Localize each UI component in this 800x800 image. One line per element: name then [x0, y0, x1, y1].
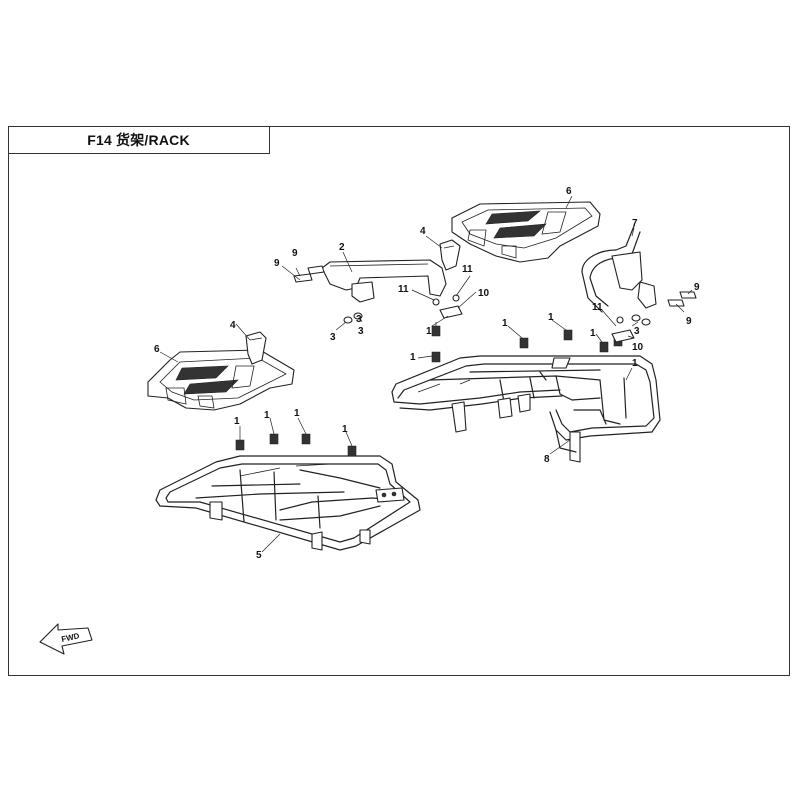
front-rack-frame [155, 455, 421, 551]
callout-10-b: 10 [478, 288, 490, 299]
callout-1-h: 1 [548, 312, 554, 323]
callout-4-a: 4 [420, 226, 426, 237]
callout-numbers: 2 9 9 3 3 6 4 7 9 9 11 3 10 11 10 11 1 4… [154, 186, 700, 561]
callout-9-b: 9 [274, 258, 280, 269]
rear-rack-frame [391, 355, 661, 463]
callout-11-a: 11 [592, 302, 603, 313]
callout-1-b: 1 [234, 416, 240, 427]
callout-9-c: 9 [694, 282, 700, 293]
front-rack-cover [147, 349, 295, 411]
fwd-arrow-icon [39, 623, 93, 655]
callout-3-a: 3 [330, 332, 336, 343]
callout-5: 5 [256, 550, 262, 561]
callout-11-b: 11 [462, 264, 473, 275]
collars-washers [343, 294, 651, 343]
callout-10-a: 10 [632, 342, 644, 353]
callout-1-j: 1 [632, 358, 638, 369]
fwd-label: FWD [61, 631, 81, 644]
left-grab-handle [321, 259, 447, 303]
front-bracket [245, 331, 267, 365]
callout-9-d: 9 [686, 316, 692, 327]
callout-3-c: 3 [634, 326, 640, 337]
callout-1-a: 1 [426, 326, 432, 337]
callout-1-g: 1 [502, 318, 508, 329]
callout-8: 8 [544, 454, 550, 465]
callout-1-f: 1 [410, 352, 416, 363]
callout-1-i: 1 [590, 328, 596, 339]
callout-3-d: 3 [356, 314, 362, 325]
drawing-frame [8, 126, 790, 676]
callout-1-e: 1 [342, 424, 348, 435]
title-block: F14 货架/RACK [8, 126, 270, 154]
callout-1-c: 1 [264, 410, 270, 421]
callout-2: 2 [339, 242, 345, 253]
callout-3-b: 3 [358, 326, 364, 337]
rear-rack-cover [451, 201, 601, 263]
flange-bolts [235, 325, 623, 457]
screws [293, 265, 697, 307]
callout-11-c: 11 [398, 284, 409, 295]
callout-7: 7 [632, 218, 638, 229]
rear-bracket [439, 239, 461, 271]
page-title: F14 货架/RACK [87, 131, 190, 148]
callout-6-a: 6 [566, 186, 572, 197]
leader-lines [159, 195, 693, 553]
callout-4-b: 4 [230, 320, 236, 331]
fwd-arrow: FWD [39, 623, 93, 655]
callout-6-b: 6 [154, 344, 160, 355]
callout-9-a: 9 [292, 248, 298, 259]
callout-1-d: 1 [294, 408, 300, 419]
right-grab-handle [581, 225, 657, 313]
